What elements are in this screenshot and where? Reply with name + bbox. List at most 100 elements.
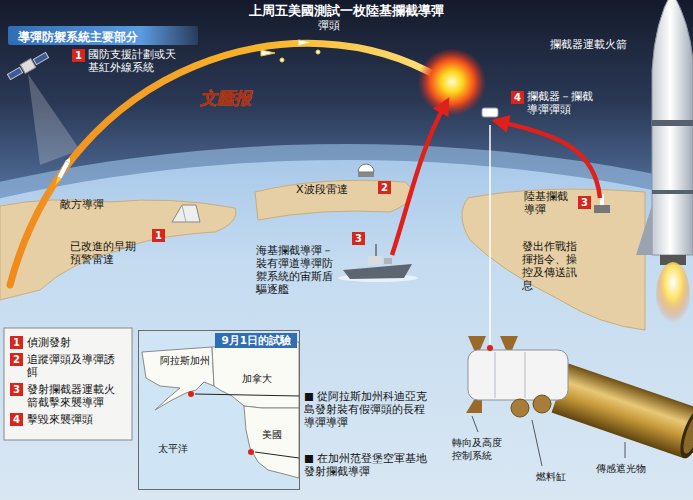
aegis-ship — [376, 244, 377, 256]
callout-number: 4 — [10, 413, 23, 426]
map-label: 加拿大 — [242, 372, 272, 385]
early-warning-radar — [172, 205, 200, 222]
interceptor-cutaway — [495, 352, 496, 398]
early-warning-radar — [172, 205, 200, 222]
test-map — [188, 391, 194, 397]
part-label: 陸基攔截導彈 — [524, 190, 572, 216]
legend-box — [4, 328, 132, 440]
interceptor-cutaway — [675, 406, 693, 461]
kill-vehicle — [489, 125, 491, 345]
band-text: 導彈防禦系統主要部分 — [8, 28, 148, 47]
satellite — [28, 74, 80, 165]
warhead — [261, 50, 275, 56]
leader-line — [532, 420, 542, 466]
note-text: ■ 在加州范登堡空軍基地發射攔截導彈 — [304, 452, 430, 478]
test-map — [139, 331, 299, 489]
test-map — [248, 449, 254, 455]
kill-vehicle — [482, 108, 498, 345]
warhead — [298, 40, 312, 46]
x-band-radar — [358, 172, 374, 177]
enemy-missile — [66, 156, 73, 163]
part-label: 敵方導彈 — [60, 198, 104, 211]
leader-line — [472, 416, 478, 432]
land-mass — [0, 180, 645, 330]
interceptor-cutaway — [487, 345, 493, 351]
satellite — [6, 51, 80, 165]
callout-number: 3 — [352, 232, 365, 245]
part-label: 國防支援計劃或天基紅外線系統 — [88, 48, 178, 74]
callout-number: 2 — [10, 353, 23, 366]
missile-trajectory — [10, 43, 440, 285]
part-label: 燃料缸 — [536, 470, 566, 483]
warhead — [316, 50, 320, 54]
callout-number: 2 — [378, 181, 391, 194]
explosion — [418, 48, 486, 116]
missile-trajectory — [10, 43, 440, 285]
map-label: 太平洋 — [158, 442, 188, 455]
map-label: 阿拉斯加州 — [160, 354, 210, 367]
map-label: 美國 — [262, 428, 282, 441]
interceptor-cutaway — [500, 336, 518, 350]
test-map — [142, 347, 214, 410]
watermark: 文匯报 — [200, 88, 251, 108]
part-label: 攔截器運載火箭 — [550, 38, 627, 51]
land-mass — [255, 180, 412, 220]
test-map — [195, 394, 299, 396]
interceptor-path — [500, 122, 600, 198]
interceptor-cutaway — [511, 399, 529, 417]
legend-text: 追蹤彈頭及導彈誘餌 — [27, 353, 119, 379]
launch-rocket — [636, 205, 652, 255]
interceptor-cutaway — [468, 350, 568, 400]
diagram-title: 上周五美國測試一枚陸基攔截導彈 — [0, 3, 693, 18]
legend-box — [4, 328, 132, 440]
part-label: X波段雷達 — [296, 183, 348, 196]
part-label: 已改進的早期預警雷達 — [70, 240, 140, 266]
legend-text: 擊毀來襲彈頭 — [27, 413, 119, 426]
callout-number: 1 — [152, 229, 165, 242]
test-map — [139, 331, 299, 489]
interceptor-cutaway — [468, 336, 486, 350]
aegis-ship — [338, 244, 418, 282]
satellite — [6, 51, 49, 82]
test-map — [255, 452, 299, 458]
launch-rocket — [652, 120, 693, 126]
section-band: 導彈防禦系統主要部分 — [8, 26, 198, 45]
early-warning-radar — [182, 205, 186, 222]
enemy-missile — [57, 161, 70, 179]
part-label: 彈頭 — [318, 19, 340, 32]
explosion — [418, 48, 486, 116]
callout-number: 1 — [10, 336, 23, 349]
aegis-ship — [368, 256, 382, 265]
part-label: 海基攔截導彈－裝有彈道導彈防禦系統的宙斯盾驅逐艦 — [256, 244, 336, 296]
satellite — [7, 67, 22, 79]
interceptor-cutaway — [525, 352, 526, 398]
kill-vehicle — [482, 108, 498, 117]
test-map — [212, 342, 299, 408]
satellite — [33, 52, 48, 64]
space-background — [0, 144, 693, 500]
launch-rocket — [656, 262, 690, 330]
aegis-ship — [343, 264, 412, 279]
warhead — [261, 40, 320, 62]
x-band-radar — [358, 164, 374, 177]
callout-number: 3 — [10, 383, 23, 396]
earth-surface — [0, 160, 693, 500]
launch-rocket — [636, 0, 693, 330]
legend-text: 發射攔截器運載火箭截擊來襲導彈 — [27, 383, 119, 409]
interceptor-cutaway — [533, 395, 551, 413]
aegis-ship — [384, 258, 392, 264]
launch-rocket — [652, 190, 693, 194]
enemy-missile — [54, 177, 61, 186]
interceptor-cutaway — [680, 412, 693, 456]
ground-silo — [594, 205, 610, 213]
leader-line — [625, 442, 626, 458]
launch-rocket — [652, 0, 693, 255]
legend-text: 偵測發射 — [27, 336, 119, 349]
interceptor-path — [392, 105, 600, 255]
interceptor-cutaway — [552, 363, 693, 461]
part-label: 攔截器－攔截導彈彈頭 — [527, 90, 597, 116]
interceptor-path — [392, 105, 445, 255]
part-label: 發出作戰指揮指令、操控及傳送訊息 — [522, 240, 582, 292]
